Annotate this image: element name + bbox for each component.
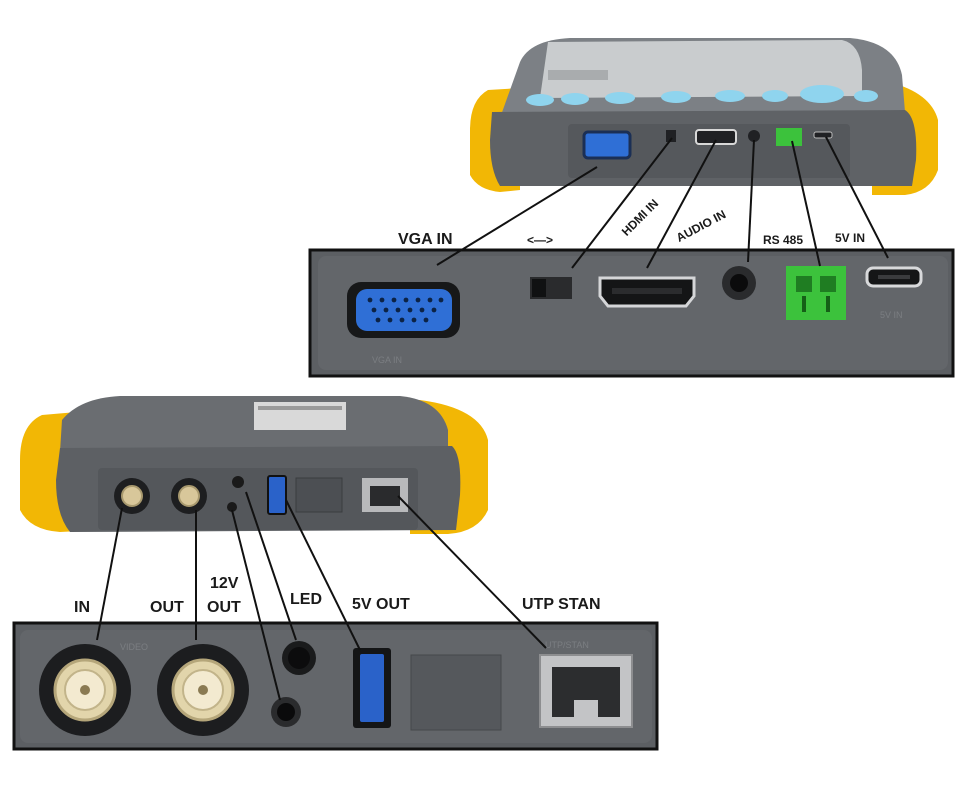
top-device-buttons [526, 85, 878, 106]
top-device-vga-port [582, 130, 632, 160]
top-device-micro-usb [813, 131, 833, 139]
bottom-device [20, 396, 488, 534]
label-rs485: RS 485 [763, 233, 804, 247]
bottom-callout-lines [96, 491, 547, 701]
device-button [715, 90, 745, 102]
slide-switch-knob [532, 279, 546, 297]
device-button [661, 91, 691, 103]
bottom-device-bnc-out-core [178, 485, 200, 507]
rs485-terminal-slot [820, 276, 836, 292]
device-dpad [800, 85, 844, 103]
rs485-terminal [786, 266, 846, 320]
top-device-hdmi-port [695, 129, 737, 145]
callout-line-vga [436, 166, 598, 266]
callout-line-rs485 [791, 140, 821, 267]
audio-jack-hole [730, 274, 748, 292]
device-button [854, 90, 878, 102]
top-device-screen [540, 40, 862, 98]
top-device-rs485-terminal [776, 128, 802, 146]
callout-line-5v-in [825, 136, 889, 259]
dc-12v-jack-hole [277, 703, 295, 721]
top-device [470, 38, 938, 195]
callout-line-led [245, 491, 297, 641]
rs485-terminal-screw [802, 296, 806, 312]
label-12v-out-line2: OUT [207, 599, 241, 616]
hdmi-port-tongue [612, 288, 682, 294]
bottom-device-usb-port [267, 475, 287, 515]
printed-label-faint: VGA IN [372, 355, 402, 365]
top-device-audio-jack [748, 130, 760, 142]
label-5v-in: 5V IN [835, 231, 866, 245]
device-button [561, 93, 589, 105]
top-callout-lines [436, 136, 889, 269]
label-in: IN [74, 599, 90, 616]
callout-line-switch [571, 137, 673, 269]
label-led: LED [290, 591, 322, 608]
device-button [526, 94, 554, 106]
top-device-switch [666, 130, 676, 142]
label-utp-stan: UTP STAN [522, 596, 601, 613]
label-5v-out: 5V OUT [352, 596, 410, 613]
rs485-terminal-screw [826, 296, 830, 312]
bottom-device-blank-cover [295, 477, 343, 513]
vga-port-pins [367, 297, 444, 323]
label-switch: <—> [527, 233, 554, 247]
bnc-out-pin [198, 685, 208, 695]
bottom-device-dc-jack [227, 502, 237, 512]
label-vga-in: VGA IN [398, 231, 453, 248]
label-12v-out-line1: 12V [210, 575, 239, 592]
bnc-in-pin [80, 685, 90, 695]
usb-port-tongue [360, 654, 384, 722]
device-button [605, 92, 635, 104]
bottom-device-rj45-hole [370, 486, 400, 506]
vga-port [356, 289, 452, 331]
bottom-device-sticker-stripe [258, 406, 342, 410]
device-button [762, 90, 788, 102]
top-zoom-panel: VGA IN 5V IN [308, 248, 955, 378]
callout-line-utp [397, 495, 547, 649]
bottom-device-led [232, 476, 244, 488]
printed-label-faint: UTP/STAN [545, 640, 589, 650]
rs485-terminal-slot [796, 276, 812, 292]
bottom-zoom-panel: VIDEO UTP/STAN [12, 621, 659, 751]
led-indicator-lens [288, 647, 310, 669]
screen-label-strip [548, 70, 608, 80]
callout-line-hdmi [646, 139, 717, 269]
micro-usb-port-tongue [878, 275, 910, 279]
bottom-device-bnc-in-core [121, 485, 143, 507]
printed-label-faint: VIDEO [120, 642, 148, 652]
callout-line-in [96, 507, 123, 641]
label-out: OUT [150, 599, 184, 616]
callout-line-audio [747, 139, 755, 263]
callout-line-12v-out [231, 509, 281, 701]
rj45-port-tab [574, 700, 598, 717]
printed-label-faint: 5V IN [880, 310, 903, 320]
blank-cover [410, 654, 502, 731]
callout-line-5v-out [285, 499, 361, 651]
